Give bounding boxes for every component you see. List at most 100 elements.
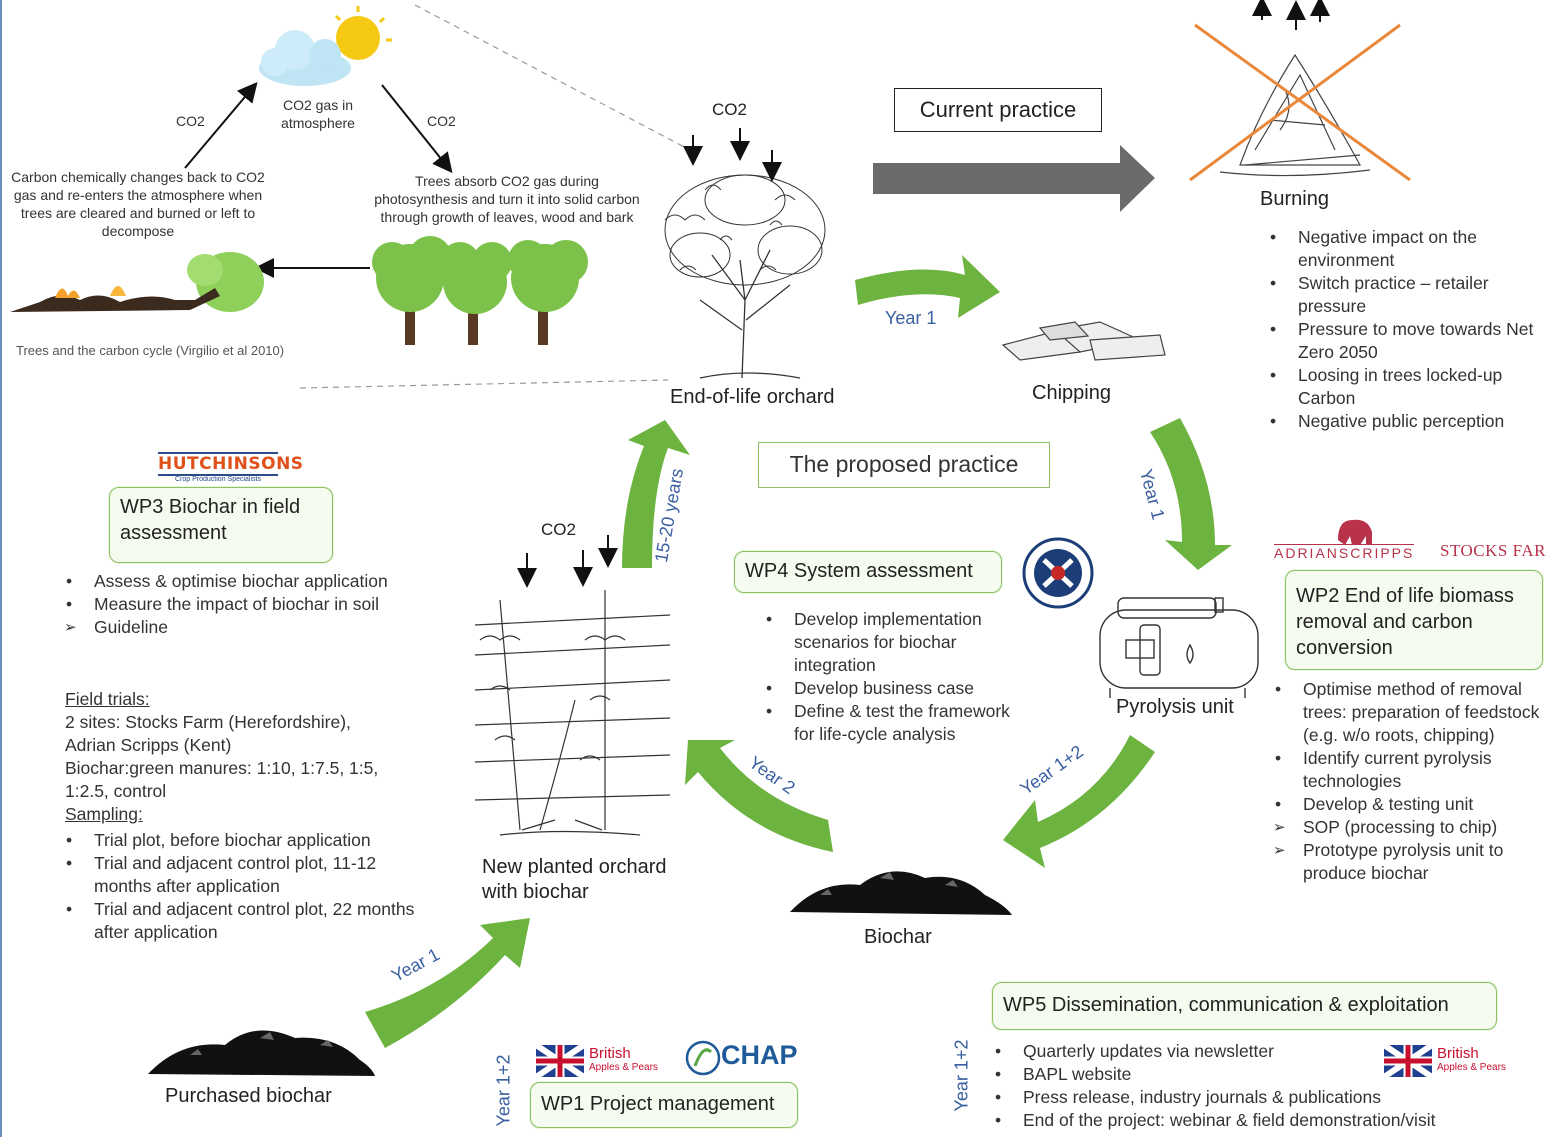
cross-icon [1189,23,1411,182]
year-label-wp1: Year 1+2 [493,1054,514,1127]
arrow-purchased-to-new-orchard [365,918,530,1048]
wp3-bullet: Guideline [64,616,464,639]
wp1-box: WP1 Project management [530,1082,798,1128]
new-orchard-co2-label: CO2 [541,520,576,539]
current-practice-bullet: Pressure to move towards Net Zero 2050 [1268,318,1543,364]
wp5-bullets: Quarterly updates via newsletter BAPL we… [993,1040,1513,1132]
current-practice-bullet: Loosing in trees locked-up Carbon [1268,364,1543,410]
wp4-bullet: Develop implementation scenarios for bio… [764,608,1034,677]
wp3-bullet: Measure the impact of biochar in soil [64,593,464,616]
co2-label-left: CO2 [176,113,205,129]
orchard-co2-label: CO2 [712,100,747,119]
wp2-bullets: Optimise method of removal trees: prepar… [1273,678,1548,885]
hutchinsons-logo: HUTCHINSONS Crop Production Specialists [158,452,304,483]
new-orchard-icon [474,590,671,836]
purchased-biochar-icon [148,1030,375,1076]
sampling-bullet: Trial and adjacent control plot, 11-12 m… [64,852,434,898]
chap-logo: CHAP [721,1040,798,1070]
current-practice-bullet: Negative public perception [1268,410,1543,433]
field-trials-line: Adrian Scripps (Kent) [65,735,232,755]
wp2-bullet: Identify current pyrolysis technologies [1273,747,1548,793]
carbon-release-text: Carbon chemically changes back to CO2 ga… [11,169,265,239]
arrow-to-atmosphere [184,81,258,169]
sampling-heading: Sampling: [65,804,143,824]
field-trials-line: 2 sites: Stocks Farm (Herefordshire), [65,712,351,732]
field-trials-heading: Field trials: [65,689,150,709]
arrow-to-trees [381,84,453,174]
wp2-box: WP2 End of life biomass removal and carb… [1285,570,1543,670]
cleared-trees-icon [10,252,264,312]
biochar-label: Biochar [864,926,932,948]
wp3-bullets: Assess & optimise biochar application Me… [64,570,464,639]
british-logo-sub: Apples & Pears [589,1062,658,1073]
elephant-logo-icon [1338,519,1372,545]
wp4-box: WP4 System assessment [734,551,1002,593]
burning-label: Burning [1260,188,1329,210]
chap-logo-icon [685,1040,721,1076]
british-apples-pears-logo-wp5: British Apples & Pears [1437,1045,1506,1075]
arrow-orchard-to-chipping [855,255,1000,318]
chipping-icon [1001,321,1166,361]
chipping-label: Chipping [1032,382,1111,404]
field-trials-line: 1:2.5, control [65,781,167,801]
british-apples-pears-logo-wp1: British Apples & Pears [589,1045,658,1075]
smoke-arrows [1252,0,1330,30]
union-flag-icon-wp1 [534,1042,586,1080]
current-practice-bullets: Negative impact on the environment Switc… [1268,226,1543,433]
wp2-bullet: Optimise method of removal trees: prepar… [1273,678,1548,747]
sampling-bullet: Trial and adjacent control plot, 22 mont… [64,898,434,944]
carbon-cycle-caption: Trees and the carbon cycle (Virgilio et … [16,343,285,358]
year-label-wp5: Year 1+2 [951,1039,972,1112]
stocks-farm-logo: STOCKS FARM [1440,541,1546,560]
wp3-box: WP3 Biochar in field assessment [109,487,333,563]
adrian-scripps-logo: ADRIANSCRIPPS [1274,544,1415,561]
wp2-bullet: Prototype pyrolysis unit to produce bioc… [1273,839,1548,885]
pyrolysis-unit-icon [1099,597,1259,698]
field-trials-line: Biochar:green manures: 1:10, 1:7.5, 1:5, [65,758,379,778]
field-trials-block: Field trials: 2 sites: Stocks Farm (Here… [65,688,465,826]
atmosphere-label: CO2 gas in atmosphere [281,97,355,131]
callout-line-bottom [299,379,669,389]
current-practice-bullet: Negative impact on the environment [1268,226,1543,272]
arrow-pyrolysis-to-biochar [1003,735,1155,868]
wp2-bullet: Develop & testing unit [1273,793,1548,816]
wp4-bullet: Develop business case [764,677,1034,700]
current-practice-box: Current practice [894,88,1102,132]
arrow-biochar-to-new-orchard [685,740,833,852]
sampling-bullet: Trial plot, before biochar application [64,829,434,852]
british-logo-text: British [589,1045,631,1062]
new-orchard-label-line1: New planted orchard [482,856,667,878]
wp2-bullet: SOP (processing to chip) [1273,816,1548,839]
callout-line-top [414,4,691,151]
carbon-absorb-text: Trees absorb CO2 gas during photosynthes… [374,173,640,225]
wp5-bullet: Press release, industry journals & publi… [993,1086,1513,1109]
hutchinsons-logo-sub: Crop Production Specialists [175,476,261,483]
wp5-bullet: BAPL website [993,1063,1513,1086]
co2-label-right: CO2 [427,113,456,129]
burning-pile-icon [1219,53,1371,177]
british-logo-sub: Apples & Pears [1437,1062,1506,1073]
wp3-bullet: Assess & optimise biochar application [64,570,464,593]
current-practice-bullet: Switch practice – retailer pressure [1268,272,1543,318]
biochar-pile-icon [790,871,1012,915]
wp5-box: WP5 Dissemination, communication & explo… [992,982,1497,1030]
year-label-orchard-chipping: Year 1 [885,308,937,328]
cloud-sun-icon [259,6,392,86]
wp5-bullet: End of the project: webinar & field demo… [993,1109,1513,1132]
british-logo-text: British [1437,1045,1479,1062]
arrow-new-orchard-to-orchard [622,420,690,568]
purchased-biochar-label: Purchased biochar [165,1085,332,1107]
end-of-life-orchard-label: End-of-life orchard [670,386,835,408]
new-orchard-label-line2: with biochar [482,881,589,903]
pyrolysis-unit-label: Pyrolysis unit [1116,696,1234,718]
sampling-bullets: Trial plot, before biochar application T… [64,829,434,944]
wp5-bullet: Quarterly updates via newsletter [993,1040,1513,1063]
hutchinsons-logo-text: HUTCHINSONS [158,452,304,476]
proposed-practice-box: The proposed practice [758,442,1050,488]
new-orchard-co2-arrows [517,535,618,588]
end-of-life-tree-icon [664,174,826,379]
current-practice-arrow [873,145,1155,212]
orchard-co2-arrows [683,128,782,182]
green-trees-icon [372,236,588,345]
